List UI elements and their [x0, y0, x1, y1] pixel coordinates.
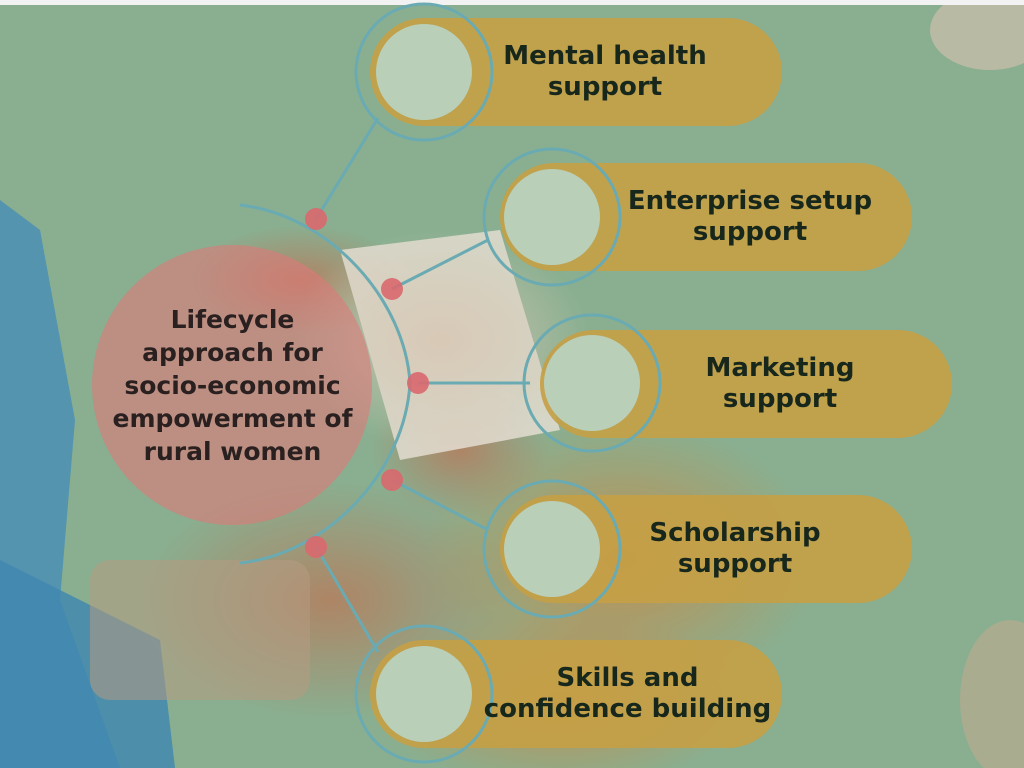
item-enterprise-setup: Enterprise setup support	[610, 163, 890, 271]
hub-circle	[92, 245, 372, 525]
item-label: Scholarship support	[649, 518, 821, 579]
hub-label: Lifecycle approach for socio-economic em…	[100, 290, 365, 480]
item-label: Mental health support	[503, 41, 707, 102]
ring-1	[354, 2, 494, 142]
item-label: Marketing support	[705, 353, 855, 414]
node-3	[407, 372, 429, 394]
connector-1	[314, 117, 380, 220]
item-label: Enterprise setup support	[627, 186, 873, 247]
item-mental-health: Mental health support	[480, 18, 730, 126]
ring-4	[482, 479, 622, 619]
node-5	[305, 536, 327, 558]
ring-3	[522, 313, 662, 453]
connector-2	[391, 238, 489, 291]
item-scholarship: Scholarship support	[610, 495, 860, 603]
node-4	[381, 469, 403, 491]
item-label: Skills and confidence building	[483, 663, 772, 724]
connector-4	[391, 478, 489, 532]
ring-2	[482, 147, 622, 287]
node-2	[381, 278, 403, 300]
top-border	[0, 0, 1024, 5]
ring-5	[354, 624, 494, 764]
node-1	[305, 208, 327, 230]
hub-text: Lifecycle approach for socio-economic em…	[112, 304, 353, 466]
connector-5	[314, 546, 380, 653]
item-skills: Skills and confidence building	[475, 640, 780, 748]
item-marketing: Marketing support	[650, 330, 910, 438]
